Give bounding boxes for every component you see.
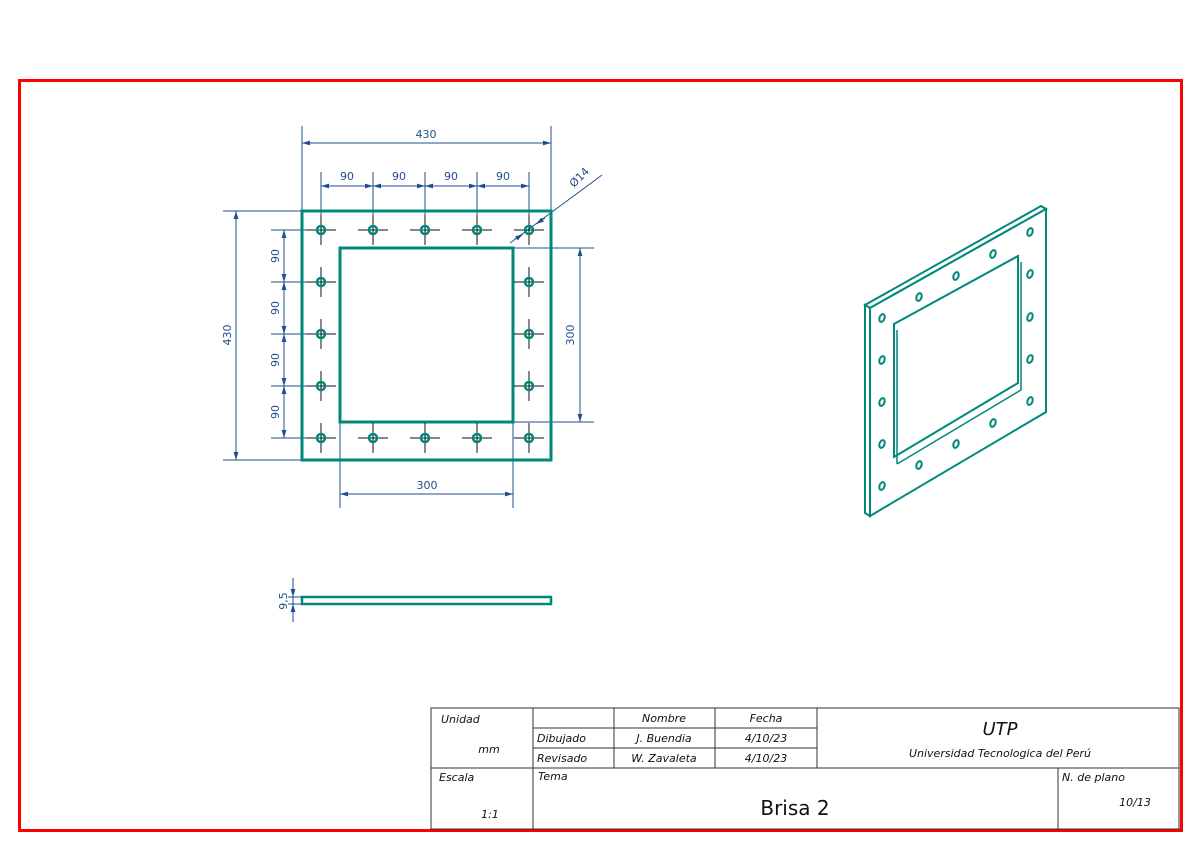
plate-outer-edge xyxy=(300,209,553,462)
dim-hole-spacing-v: 90 xyxy=(269,405,282,419)
dim-hole-spacing-h: 90 xyxy=(444,170,458,183)
escala-value: 1:1 xyxy=(481,808,499,821)
revisado-nombre: W. Zavaleta xyxy=(631,752,697,765)
dim-overall-height: 430 xyxy=(221,325,234,346)
dimension-lines xyxy=(233,140,603,497)
dibujado-fecha: 4/10/23 xyxy=(745,732,787,745)
dim-hole-diameter: Ø14 xyxy=(567,165,592,190)
dim-hole-spacing-v: 90 xyxy=(269,249,282,263)
dim-hole-spacing-h: 90 xyxy=(392,170,406,183)
escala-label: Escala xyxy=(439,771,475,784)
dim-hole-spacing-v: 90 xyxy=(269,353,282,367)
header-fecha: Fecha xyxy=(750,712,783,725)
iso-plate-face xyxy=(869,207,1047,518)
drawing-frame xyxy=(18,79,1183,832)
unidad-value: mm xyxy=(478,743,499,756)
dibujado-label: Dibujado xyxy=(537,732,586,745)
front-view: 430 90 90 90 90 Ø14 430 90 90 90 90 300 … xyxy=(221,126,603,508)
dibujado-nombre: J. Buendia xyxy=(634,732,692,745)
plate-opening-edge xyxy=(338,246,515,424)
plano-label: N. de plano xyxy=(1062,771,1125,784)
bolt-holes xyxy=(306,215,544,453)
side-view: 9,5 xyxy=(277,578,553,622)
isometric-view xyxy=(863,204,1048,518)
plate-side-edge xyxy=(300,595,553,606)
header-nombre: Nombre xyxy=(642,712,686,725)
dim-opening-height: 300 xyxy=(564,325,577,346)
extension-lines xyxy=(223,126,594,508)
institution-full: Universidad Tecnologica del Perú xyxy=(909,747,1091,760)
revisado-fecha: 4/10/23 xyxy=(745,752,787,765)
dim-hole-spacing-v: 90 xyxy=(269,301,282,315)
institution-short: UTP xyxy=(982,719,1017,740)
title-block: Unidad mm Nombre Fecha Dibujado J. Buend… xyxy=(430,707,1180,830)
tema-value: Brisa 2 xyxy=(760,796,829,820)
dim-hole-spacing-h: 90 xyxy=(496,170,510,183)
unidad-label: Unidad xyxy=(441,713,481,726)
dim-opening-width: 300 xyxy=(417,479,438,492)
dim-overall-width: 430 xyxy=(416,128,437,141)
plano-value: 10/13 xyxy=(1119,796,1151,809)
dim-thickness: 9,5 xyxy=(277,592,290,610)
revisado-label: Revisado xyxy=(537,752,587,765)
dim-hole-spacing-h: 90 xyxy=(340,170,354,183)
tema-label: Tema xyxy=(538,770,568,783)
